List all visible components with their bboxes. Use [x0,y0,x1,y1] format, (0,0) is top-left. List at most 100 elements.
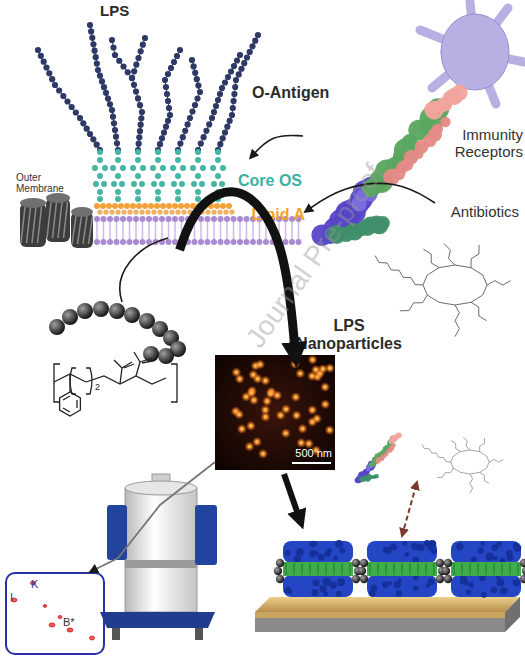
o-antigen-bead [241,60,247,66]
o-antigen-bead [131,82,137,88]
receptor-domain [376,216,390,230]
lipid-a-bead [181,209,186,214]
membrane-protein [20,203,46,247]
disc-texture [417,544,424,551]
lipid-tail [239,219,241,240]
receptor-domain [367,474,372,479]
gold-edge [255,612,505,618]
o-antigen-bead [94,142,100,148]
lipid-tail [409,563,410,575]
core-os-bead [175,173,181,179]
disc-texture [309,550,316,557]
o-antigen-bead [177,47,183,53]
o-antigen-bead [222,79,228,85]
lipid-tail [213,219,215,240]
lipid-tail [341,563,342,575]
disc-texture [478,548,484,554]
disc-texture [312,541,318,547]
nanoparticle-glow [290,359,300,369]
magnet-leg [195,628,203,640]
lipid-a-bead [208,203,214,209]
lipid-a-bead [112,203,118,209]
disc-texture [285,550,291,556]
lipid-tail [246,219,248,240]
magnet-band [125,560,197,568]
nanoparticle-glow [325,425,335,435]
magnet-leg [112,628,120,640]
lipid-head [257,239,263,245]
polymer-bead [158,348,174,364]
nanoparticle-glow [298,424,308,434]
nanoparticle-dot [321,367,325,371]
o-antigen-bead [191,63,197,69]
lipid-head [211,239,217,245]
core-os-bead [190,165,196,171]
o-antigen-bead [217,91,223,97]
nmr-spectrum-box: IKB* [5,572,105,655]
nanoparticle-glow [246,388,256,398]
nanoparticle-dot [252,398,256,402]
lipid-tail [453,563,454,575]
core-os-bead [155,196,161,202]
o-antigen-bead [177,141,183,147]
nanoparticle-dot [264,408,268,412]
lipid-tail [103,219,105,240]
panel-label: Immunity Receptors [439,126,523,161]
disc-texture [497,579,505,587]
lipid-head [101,216,107,222]
nanoparticle-dot [237,413,241,417]
o-antigen-bead [194,95,200,101]
core-os-bead [115,149,121,155]
lipid-tail [293,563,294,575]
lipid-head [270,239,276,245]
lipid-tail [109,219,111,240]
lipid-a-bead [172,203,178,209]
guide-curve [120,238,168,302]
lipid-a-bead [178,203,184,209]
lipid-tail [317,563,318,575]
panel-title: LPS Nanoparticles [293,317,405,354]
disc-texture [428,578,435,585]
lipid-head [237,216,243,222]
peak-label: K [31,578,38,591]
protein-stripe [21,207,25,243]
lipid-head [198,216,204,222]
nanoparticle-glow [308,355,318,365]
lipid-a-bead [124,203,130,209]
disc-texture [513,579,520,586]
nanoparticle-dot [269,392,273,396]
o-antigen-bead [142,35,148,41]
o-antigen-bead [129,75,135,81]
o-antigen-bead [194,76,200,82]
disc-texture [394,581,401,588]
polymer-bead [276,559,284,567]
lipid-head [146,216,152,222]
polymer-bead [93,301,109,317]
nanoparticle-dot [261,452,265,456]
lipid-a-bead [139,209,144,214]
core-os-bead [211,181,217,187]
lipid-tail [220,219,222,240]
o-antigen-bead [249,43,255,49]
disc-texture [396,590,402,596]
protein-stripe [72,216,76,244]
nanoparticle-dot [249,391,253,395]
o-antigen-bead [255,32,261,38]
disc-texture [456,543,463,550]
spectrum-peak [67,628,73,632]
magnet-top [125,481,197,495]
o-antigen-bead [195,83,201,89]
lipid-head [289,239,295,245]
disc-texture [311,589,318,596]
scale-bar [292,462,331,464]
o-antigen-strand [178,60,200,150]
core-os-bead [195,149,201,155]
o-antigen-bead [211,109,217,115]
chemical-bond [422,444,451,462]
core-os-bead [135,173,141,179]
magnet-bracket [107,505,127,560]
lipid-head [231,239,237,245]
o-antigen-bead [109,107,115,113]
